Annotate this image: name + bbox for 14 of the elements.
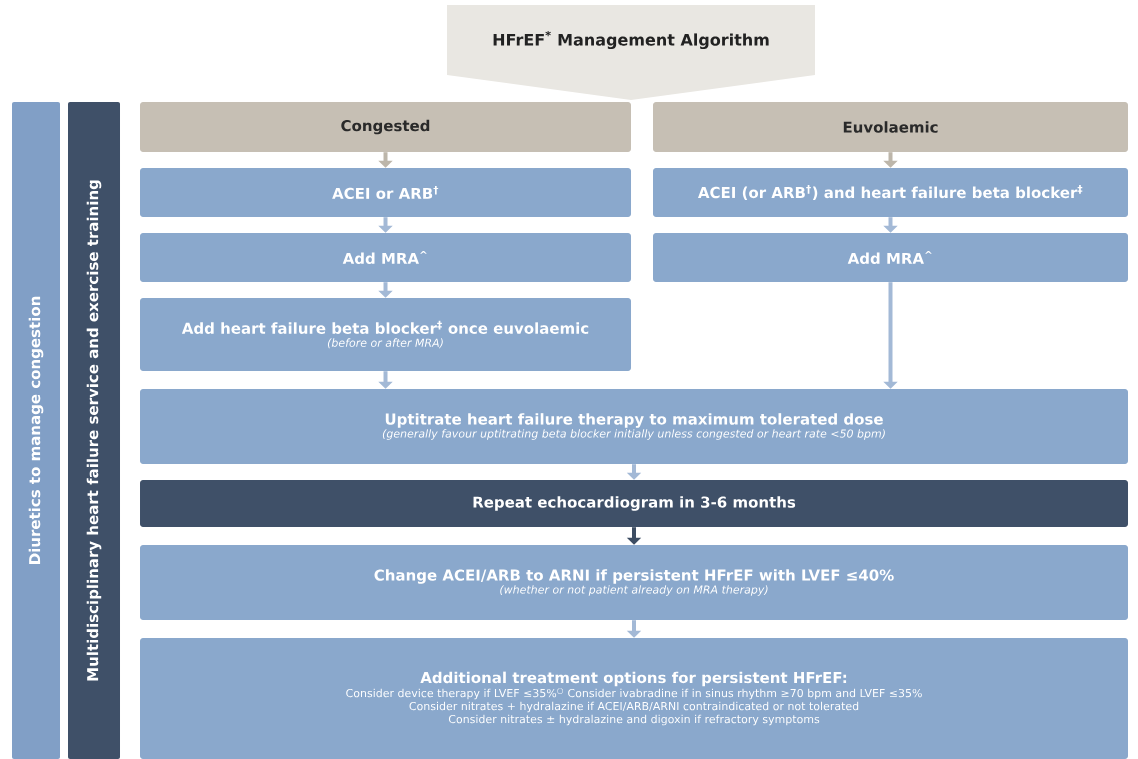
process-box: ACEI (or ARB$^{†}$) and heart failure beta blocker$^{‡}$ (653, 168, 1128, 217)
process-box: Change ACEI/ARB to ARNI if persistent HFrEF with LVEF ≤40% (whether or not patient already on MRA therapy) (140, 545, 1128, 620)
highlight-box: Repeat echocardiogram in 3-6 months (140, 480, 1128, 527)
process-box: Add MRA$^{^}$ (653, 233, 1128, 282)
process-box: Add heart failure beta blocker$^{‡}$ once euvolaemic (before or after MRA) (140, 298, 631, 371)
side-band: Multidisciplinary heart failure service and exercise training (68, 102, 120, 759)
header-box: Congested (140, 102, 631, 152)
process-box: Add MRA$^{^}$ (140, 233, 631, 282)
process-box: Additional treatment options for persistent HFrEF: Consider device therapy if LVEF ≤35%$^{○}$ Consider ivabradine if in sinus rhythm ≥70 bpm and LVEF ≤35% Consider nitrates + hydralazine if ACEI/ARB/ARNI contraindicated or not tolerated Consider nitrates ± hydralazine and digoxin if refractory symptoms (140, 638, 1128, 759)
header-box: Euvolaemic (653, 102, 1128, 152)
title-banner: HFrEF$^{*}$ Management Algorithm (447, 5, 815, 100)
process-box: Uptitrate heart failure therapy to maximum tolerated dose (generally favour uptitrating beta blocker initially unless congested or heart rate <50 bpm) (140, 389, 1128, 464)
process-box: ACEI or ARB$^{†}$ (140, 168, 631, 217)
side-band: Diuretics to manage congestion (12, 102, 60, 759)
